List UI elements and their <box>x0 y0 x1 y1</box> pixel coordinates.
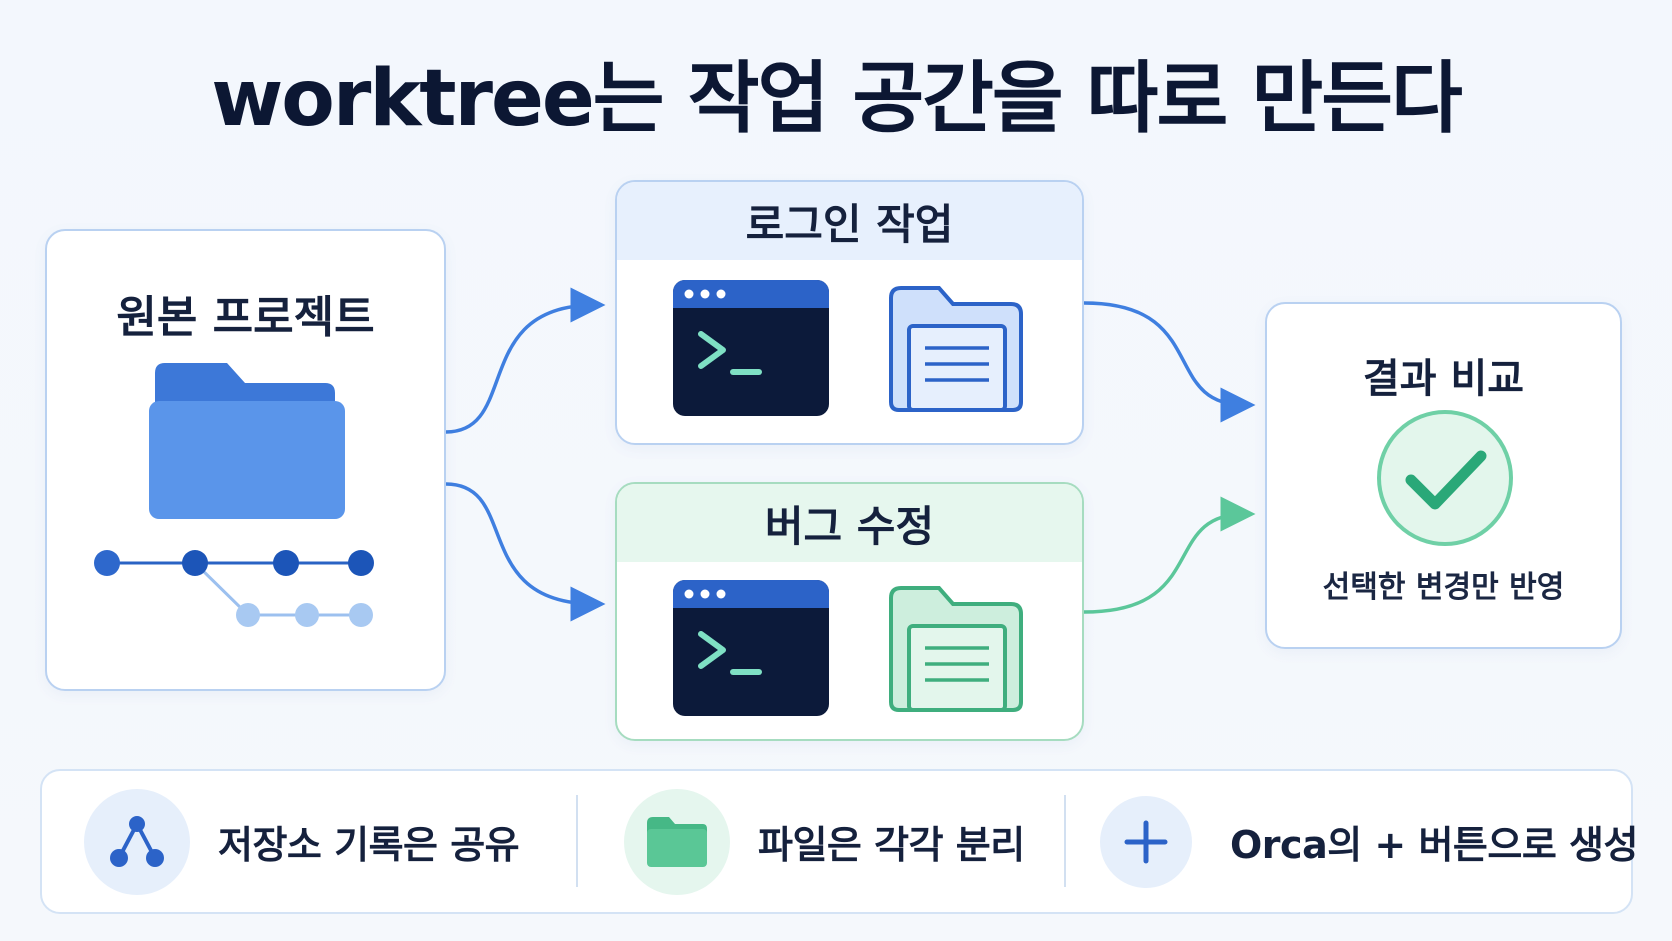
bugfix-task-title: 버그 수정 <box>617 484 1082 562</box>
branch-icon <box>84 788 190 895</box>
commit-graph-icon <box>94 550 374 627</box>
compare-title: 결과 비교 <box>1362 356 1525 402</box>
original-project-title: 원본 프로젝트 <box>116 292 375 343</box>
footer-legend: 저장소 기록은 공유 파일은 각각 분리 Orca의 + 버튼으로 생성 <box>40 769 1638 914</box>
folder-icon <box>149 363 345 519</box>
footer-label: 파일은 각각 분리 <box>758 823 1025 867</box>
arrow-login-to-compare <box>1083 301 1256 423</box>
compare-caption: 선택한 변경만 반영 <box>1322 570 1565 605</box>
original-project-card: 원본 프로젝트 <box>45 229 446 691</box>
terminal-icon <box>673 580 829 716</box>
arrow-original-to-login <box>445 287 606 434</box>
login-task-card: 로그인 작업 <box>615 180 1084 445</box>
file-folder-icon <box>889 586 1023 712</box>
bugfix-task-card: 버그 수정 <box>615 482 1084 741</box>
login-task-title: 로그인 작업 <box>617 182 1082 260</box>
footer-divider <box>1064 795 1066 887</box>
arrow-original-to-bugfix <box>445 482 606 622</box>
footer-item-shared-history: 저장소 기록은 공유 <box>84 771 520 912</box>
footer-label: Orca의 + 버튼으로 생성 <box>1230 823 1638 867</box>
file-folder-icon <box>889 286 1023 412</box>
terminal-icon <box>673 280 829 416</box>
footer-item-separate-files: 파일은 각각 분리 <box>624 771 1025 912</box>
footer-divider <box>576 795 578 887</box>
check-icon <box>1377 410 1513 546</box>
footer-label: 저장소 기록은 공유 <box>218 823 520 867</box>
folder-icon <box>624 788 730 895</box>
footer-item-create-worktree: Orca의 + 버튼으로 생성 <box>1100 771 1638 912</box>
compare-card: 결과 비교 선택한 변경만 반영 <box>1265 302 1622 649</box>
page-title: worktree는 작업 공간을 따로 만든다 <box>211 54 1463 144</box>
plus-icon <box>1100 795 1192 888</box>
arrow-bugfix-to-compare <box>1083 496 1256 614</box>
